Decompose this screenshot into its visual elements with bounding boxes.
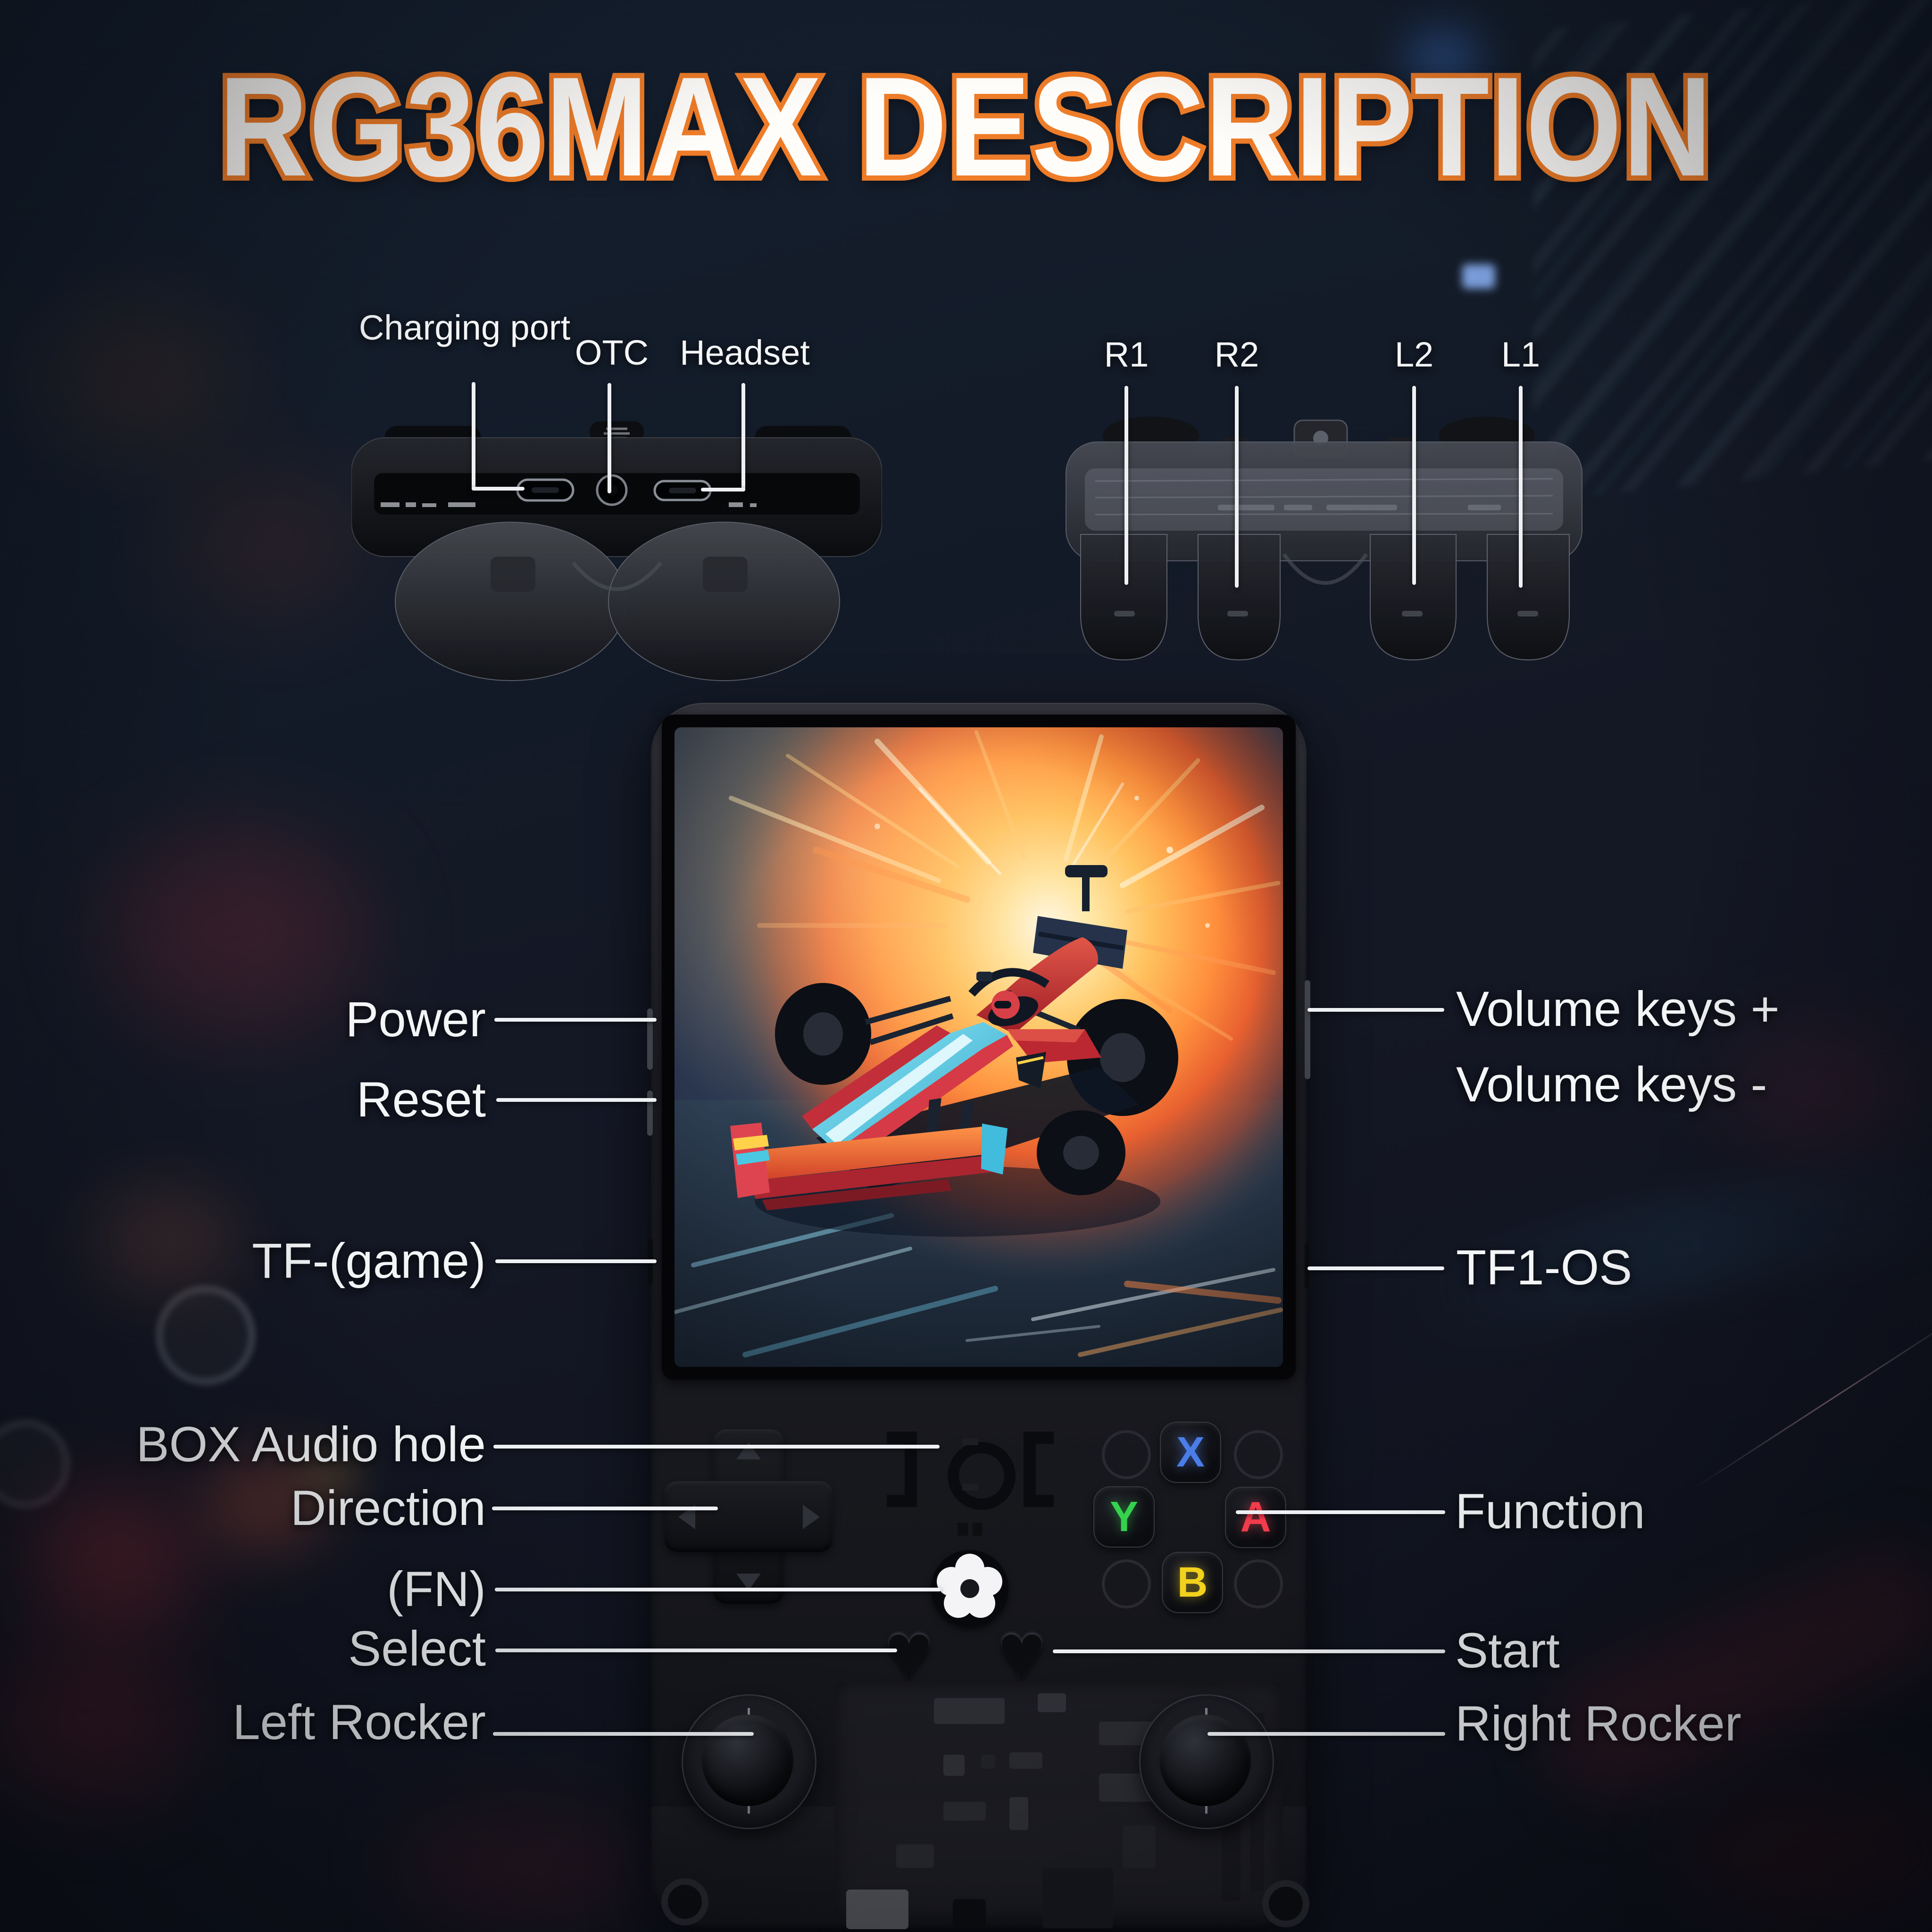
vignette-overlay [0, 0, 1932, 1932]
product-description-image: RG36MAX DESCRIPTION RG36MAX DESCRIPTION [0, 0, 1932, 1932]
